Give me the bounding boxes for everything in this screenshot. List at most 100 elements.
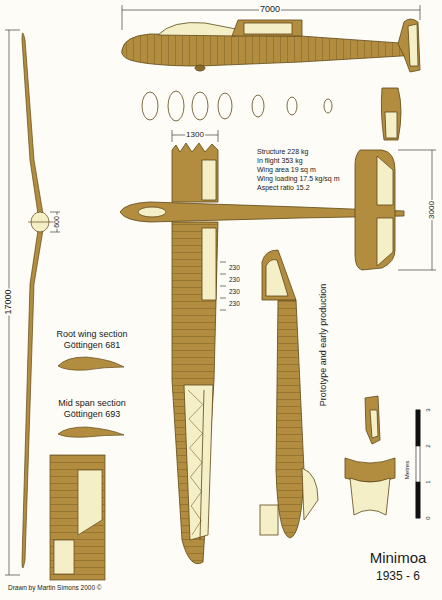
dimension-line (218, 130, 219, 142)
scale-bar (416, 410, 420, 446)
dimension-line (172, 130, 436, 310)
dimension-value: 230 (229, 289, 240, 296)
dimension-value: 230 (229, 301, 240, 308)
cross-sections (385, 112, 397, 138)
wing-truss (188, 390, 203, 535)
spec-note: Aspect ratio 15.2 (256, 184, 311, 191)
plan-view (172, 222, 218, 564)
scale-unit: Metres (404, 461, 410, 479)
cross-sections (142, 92, 158, 120)
plan-view (138, 207, 166, 217)
dimension-line (220, 310, 226, 311)
cross-sections (287, 97, 297, 115)
section-label: Göttingen 681 (64, 341, 121, 350)
dimension-line (50, 212, 60, 213)
scale-number: 1 (425, 480, 431, 483)
fuselage-view (276, 300, 304, 538)
side-view (122, 19, 420, 72)
dimension-line (420, 5, 421, 20)
cross-sections (142, 88, 401, 140)
side-view (158, 23, 236, 37)
dimension-line (220, 262, 226, 263)
fuselage-view (302, 468, 318, 520)
dimension-value: 230 (229, 265, 240, 272)
plan-view (200, 390, 204, 540)
tail-details (365, 396, 380, 444)
front-view (22, 33, 43, 214)
side-view (244, 23, 292, 34)
wing-root-detail (78, 470, 102, 535)
side-view (195, 65, 205, 71)
wing-root-detail (50, 455, 105, 580)
scale-bar (416, 482, 420, 518)
side-view (122, 34, 418, 66)
truss-line (188, 390, 203, 535)
spec-note: Wing area 19 sq m (256, 166, 317, 173)
cross-sections (192, 92, 208, 120)
dimension-value: 17000 (4, 288, 13, 315)
dimension-line (172, 130, 173, 142)
fuselage-view (260, 250, 318, 538)
dimension-line (220, 274, 226, 275)
dimension-line (5, 575, 20, 576)
dimension-value: 230 (229, 277, 240, 284)
spec-note: Structure 228 kg (256, 148, 309, 155)
cross-sections (252, 95, 264, 117)
spec-note: In flight 353 kg (256, 157, 304, 164)
scale-number: 3 (425, 408, 431, 411)
dimension-value: 1300 (185, 131, 205, 139)
spec-note: Wing loading 17.5 kg/sq m (256, 175, 341, 182)
dimension-line (220, 298, 226, 299)
dimension-line (5, 30, 20, 31)
side-view (232, 20, 302, 36)
dimension-line (50, 232, 60, 233)
cross-sections (324, 99, 332, 113)
dimension-line (122, 5, 123, 30)
scale-bar (416, 410, 420, 518)
wing-root-detail (54, 540, 74, 574)
front-view (28, 222, 56, 223)
dimension-line (398, 150, 436, 151)
tail-details (370, 410, 378, 438)
plan-view (172, 143, 218, 202)
plan-view (377, 156, 393, 205)
variant-note: Prototype and early production (319, 284, 328, 407)
plan-view (355, 150, 395, 270)
fuselage-view (260, 505, 278, 535)
section-label: Göttingen 693 (64, 410, 121, 419)
scale-bar (416, 410, 420, 518)
dimension-value: 7000 (259, 5, 281, 14)
wing-section (58, 357, 124, 370)
plan-view (184, 385, 213, 540)
front-view (22, 230, 43, 568)
drawing-title: Minimoa (370, 550, 427, 566)
tail-details (350, 478, 390, 515)
cross-sections (218, 93, 232, 119)
cross-sections (381, 88, 401, 140)
scale-number: 2 (425, 444, 431, 447)
tail-details (345, 458, 395, 482)
side-view (408, 24, 418, 66)
credit-note: Drawn by Martin Simons 2000 © (8, 585, 102, 592)
wing-root-detail (50, 455, 105, 580)
plan-view (172, 222, 218, 564)
tail-details (345, 396, 395, 515)
cross-sections (168, 91, 184, 121)
dimension-line (398, 270, 436, 271)
fuselage-view (276, 300, 304, 538)
dimension-line (220, 286, 226, 287)
plan-view (202, 228, 216, 300)
plan-view (202, 160, 216, 200)
dimension-value: 3000 (428, 200, 436, 220)
fuselage-view (266, 260, 288, 296)
side-view (398, 19, 420, 72)
date-label: 1935 - 6 (376, 570, 420, 583)
section-label: Mid span section (58, 399, 126, 408)
plan-view (120, 143, 404, 564)
dimension-value: 600 (53, 215, 60, 229)
wing-root-detail (50, 455, 105, 580)
wing-section (58, 427, 124, 437)
wing-section (58, 357, 124, 437)
plan-view (377, 218, 393, 266)
